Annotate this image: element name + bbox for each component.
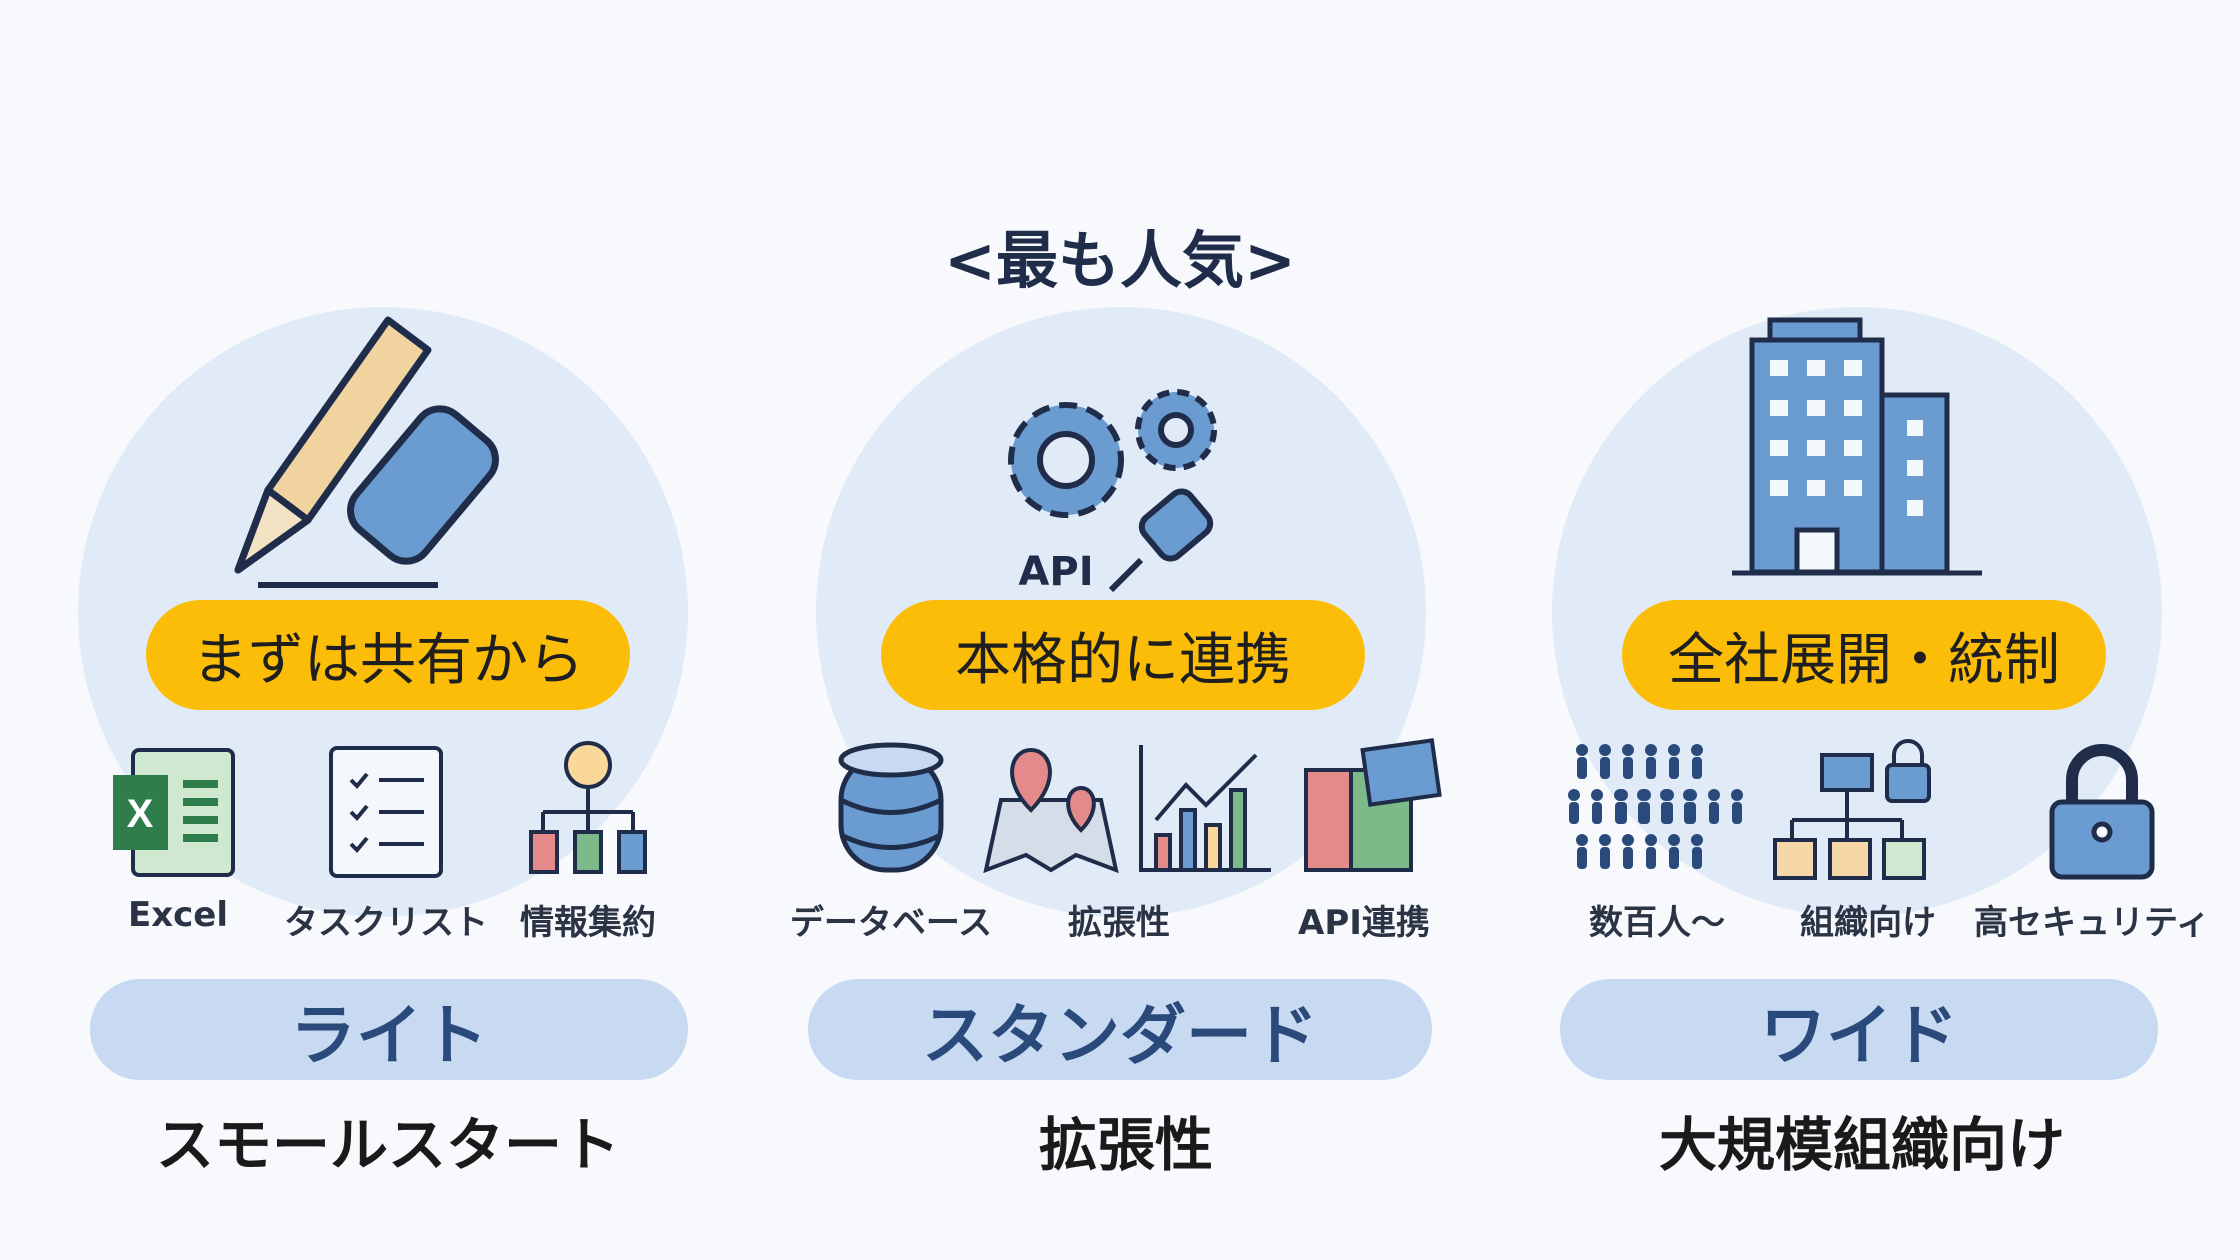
- api-hero-label: API: [1018, 549, 1093, 595]
- plan-card-light[interactable]: まずは共有から X Excel タスクリスト 情報集約 ライト スモールスタート: [8, 0, 748, 1260]
- feature-label: Excel: [127, 895, 229, 935]
- growth-chart-icon: [1139, 745, 1271, 872]
- feature-label: API連携: [1298, 903, 1430, 943]
- plan-subtitle: 大規模組織向け: [1658, 1111, 2065, 1179]
- plan-badge: 全社展開・統制: [1622, 600, 2106, 710]
- plan-card-wide[interactable]: 全社展開・統制 数百人〜 組織向け 高セキュリティ ワイド 大規模組織向け: [1482, 0, 2222, 1260]
- feature-label: 情報集約: [520, 903, 656, 943]
- feature-label: 組織向け: [1800, 903, 1936, 943]
- plan-subtitle: 拡張性: [1038, 1111, 1213, 1179]
- feature-label: データベース: [789, 903, 993, 943]
- info-aggregation-icon: [529, 741, 647, 874]
- org-chart-lock-icon: [1773, 739, 1931, 880]
- plan-name-standard: スタンダード: [808, 979, 1432, 1080]
- plan-badge: 本格的に連携: [881, 600, 1365, 710]
- feature-label: 数百人〜: [1589, 903, 1725, 943]
- puzzle-api-icon: [1304, 738, 1442, 872]
- many-people-icon: [1568, 744, 1743, 869]
- task-list-icon: [329, 746, 443, 878]
- feature-label: 高セキュリティ: [1974, 903, 2210, 943]
- most-popular-label: <最も人気>: [944, 224, 1296, 297]
- plan-badge: まずは共有から: [146, 600, 630, 710]
- office-building-icon: [1732, 317, 1982, 576]
- pencil-eraser-icon: [234, 316, 499, 588]
- plan-subtitle: スモールスタート: [155, 1111, 620, 1179]
- plan-card-standard[interactable]: API 本格的に連携 データベース 拡張性 API連携 スタンダード 拡張性: [746, 0, 1486, 1260]
- padlock-icon: [2049, 744, 2155, 880]
- database-icon: [838, 742, 944, 873]
- plan-name-wide: ワイド: [1560, 979, 2158, 1080]
- map-pin-icon: [983, 747, 1119, 874]
- gears-plug-api-icon: API: [1008, 389, 1217, 595]
- svg-text:X: X: [127, 792, 154, 836]
- feature-label: 拡張性: [1068, 903, 1170, 943]
- feature-label: タスクリスト: [284, 903, 488, 943]
- excel-icon: X: [113, 748, 235, 877]
- plan-name-light: ライト: [90, 979, 688, 1080]
